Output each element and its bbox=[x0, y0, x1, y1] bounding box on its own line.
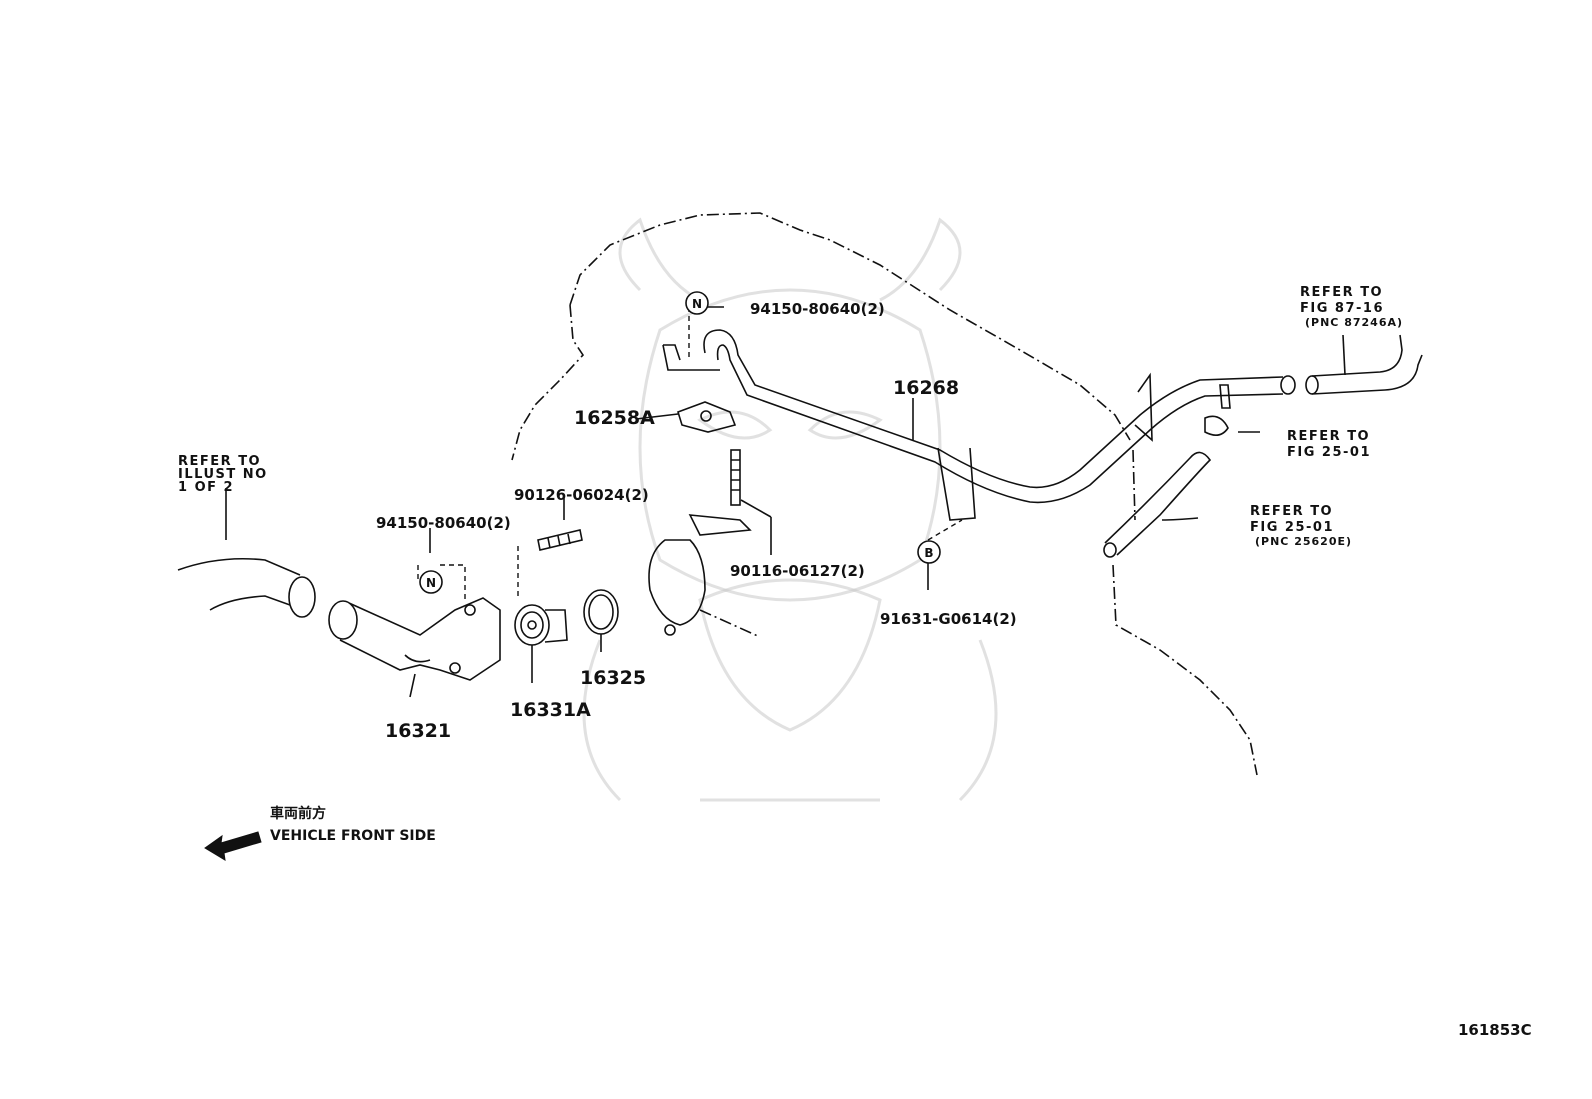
gasket-16325 bbox=[583, 589, 619, 635]
vacuum-hose bbox=[1103, 451, 1212, 558]
svg-text:FIG 25-01: FIG 25-01 bbox=[1287, 445, 1371, 460]
label-stud-90116: 90116-06127(2) bbox=[730, 562, 865, 580]
label-stud-90126: 90126-06024(2) bbox=[514, 486, 649, 504]
leader-lines bbox=[225, 306, 1346, 698]
label-16331a: 16331A bbox=[510, 699, 591, 721]
svg-text:FIG 25-01: FIG 25-01 bbox=[1250, 520, 1334, 535]
label-16321: 16321 bbox=[385, 720, 451, 742]
svg-text:REFER TO: REFER TO bbox=[1250, 504, 1333, 519]
svg-text:N: N bbox=[692, 297, 702, 311]
label-bolt-91631: 91631-G0614(2) bbox=[880, 610, 1017, 628]
water-bypass-pipe bbox=[662, 329, 1296, 521]
svg-text:(PNC 25620E): (PNC 25620E) bbox=[1255, 535, 1352, 548]
ref-fig25b: REFER TO FIG 25-01 (PNC 25620E) bbox=[1250, 504, 1352, 548]
label-16268: 16268 bbox=[893, 377, 959, 399]
svg-text:REFER TO: REFER TO bbox=[1300, 285, 1383, 300]
engine-outline bbox=[511, 212, 1258, 776]
svg-text:N: N bbox=[426, 576, 436, 590]
water-inlet-16321 bbox=[328, 597, 501, 681]
heater-hose-right bbox=[1305, 334, 1423, 395]
svg-text:1 OF 2: 1 OF 2 bbox=[178, 480, 234, 495]
label-nut-top: 94150-80640(2) bbox=[750, 300, 885, 318]
gasket-16258a bbox=[677, 401, 737, 433]
label-16258a: 16258A bbox=[574, 407, 655, 429]
svg-text:(PNC 87246A): (PNC 87246A) bbox=[1305, 316, 1403, 329]
svg-text:REFER TO: REFER TO bbox=[1287, 429, 1370, 444]
water-inlet-housing bbox=[648, 514, 752, 636]
ref-fig87: REFER TO FIG 87-16 (PNC 87246A) bbox=[1300, 285, 1403, 329]
ref-illust: REFER TO ILLUST NO 1 OF 2 bbox=[178, 454, 268, 495]
ref-fig25a: REFER TO FIG 25-01 bbox=[1287, 429, 1371, 460]
front-label-en: VEHICLE FRONT SIDE bbox=[270, 828, 436, 844]
front-arrow-icon bbox=[204, 831, 262, 861]
badge-n-left: N bbox=[419, 570, 443, 594]
label-16325: 16325 bbox=[580, 667, 646, 689]
vehicle-front-indicator: 車両前方 VEHICLE FRONT SIDE bbox=[204, 805, 436, 861]
front-label-jp: 車両前方 bbox=[270, 805, 326, 822]
stud-bolt-90126 bbox=[537, 529, 583, 551]
watermark-logo bbox=[582, 217, 998, 802]
thermostat-16331a bbox=[514, 604, 568, 646]
svg-text:FIG 87-16: FIG 87-16 bbox=[1300, 301, 1384, 316]
drawing-code: 161853C bbox=[1458, 1021, 1532, 1039]
svg-text:ILLUST NO: ILLUST NO bbox=[178, 467, 268, 482]
radiator-hose-left bbox=[177, 558, 316, 618]
label-nut-left: 94150-80640(2) bbox=[376, 514, 511, 532]
badge-b: B bbox=[917, 540, 941, 564]
stud-bolt-90116 bbox=[730, 449, 741, 506]
svg-text:REFER TO: REFER TO bbox=[178, 454, 261, 469]
svg-text:B: B bbox=[924, 546, 933, 560]
badge-n-top: N bbox=[685, 291, 709, 315]
